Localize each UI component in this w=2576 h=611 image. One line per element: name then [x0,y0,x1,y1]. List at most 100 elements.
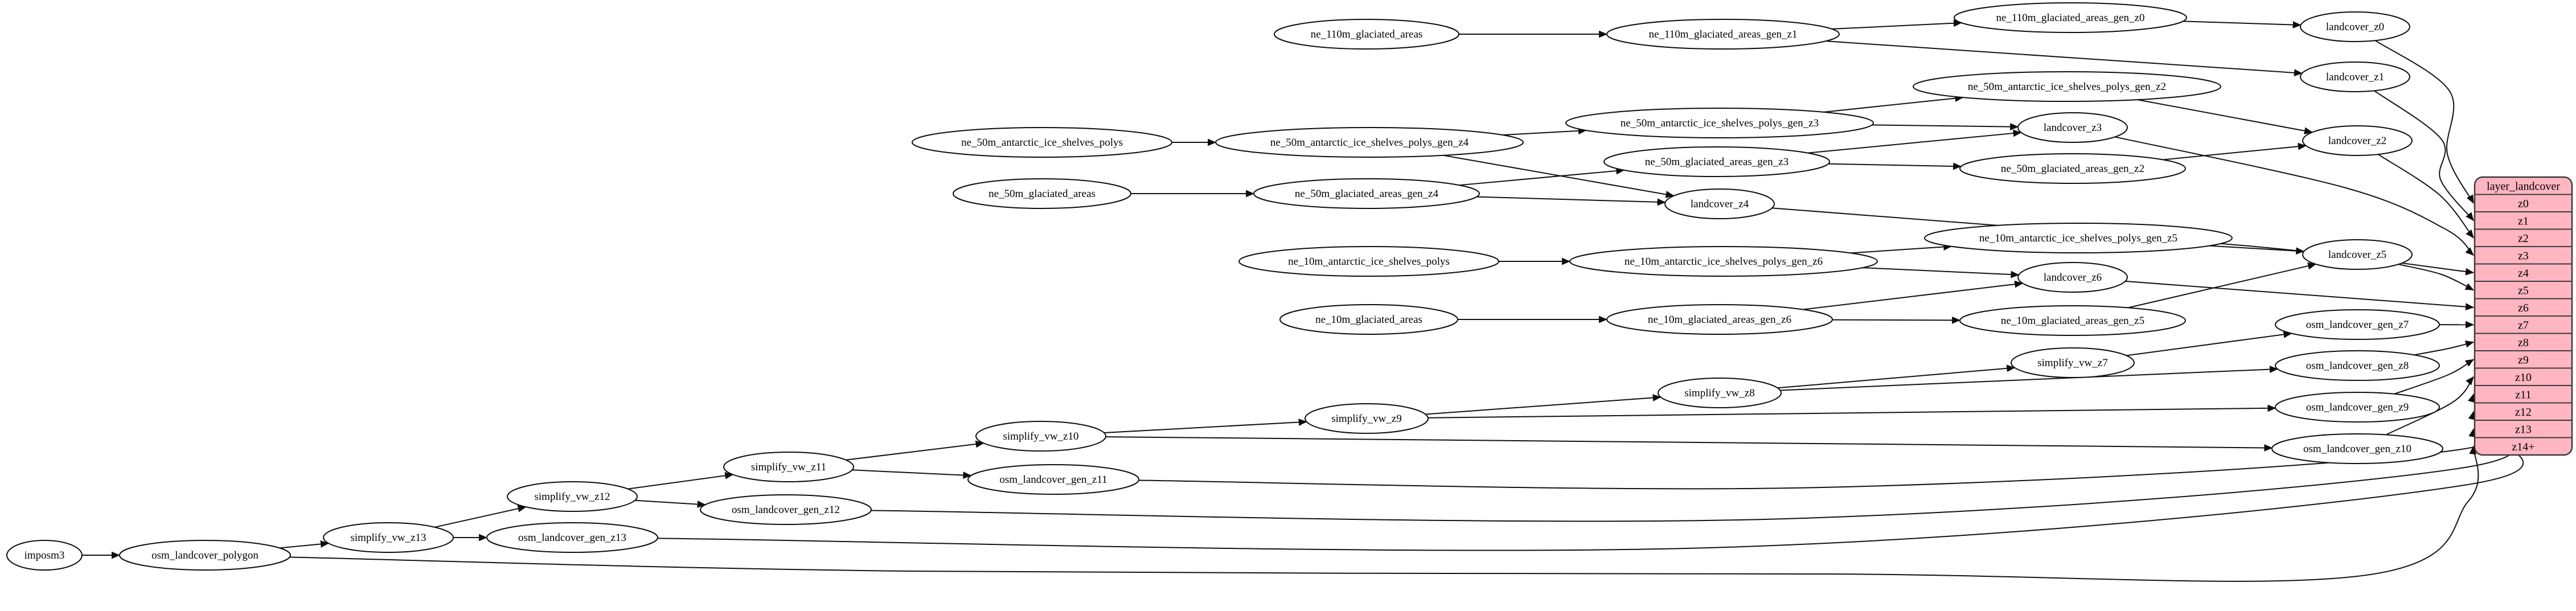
node-label: osm_landcover_gen_z12 [732,504,840,516]
node-label: simplify_vw_z11 [751,461,826,473]
table-row-z9: z9 [2518,354,2529,366]
edge-landcover_z6-to-row-z6 [2125,280,2475,311]
node-ne_10m_antarctic_ice_shelves_polys_gen_z6: ne_10m_antarctic_ice_shelves_polys_gen_z… [1569,246,1878,277]
node-ne_10m_antarctic_ice_shelves_polys_gen_z5: ne_10m_antarctic_ice_shelves_polys_gen_z… [1924,223,2233,253]
edge-ne_50m_glaciated_areas_gen_z4-to-landcover_z4 [1476,196,1666,206]
node-osm_landcover_gen_z11: osm_landcover_gen_z11 [967,464,1139,495]
node-label: osm_landcover_gen_z8 [2306,360,2409,372]
edge-simplify_vw_z8-to-simplify_vw_z7 [1777,364,2016,389]
edge-osm_landcover_gen_z10-to-row-z10 [2385,376,2474,436]
node-simplify_vw_z13: simplify_vw_z13 [323,522,454,553]
node-label: osm_landcover_gen_z7 [2306,319,2409,331]
table-row-z11: z11 [2515,388,2531,401]
node-ne_50m_glaciated_areas_gen_z3: ne_50m_glaciated_areas_gen_z3 [1603,146,1830,177]
table-row-z1: z1 [2518,215,2529,227]
node-label: simplify_vw_z13 [351,532,426,544]
node-label: landcover_z1 [2326,71,2384,83]
node-ne_50m_glaciated_areas_gen_z2: ne_50m_glaciated_areas_gen_z2 [1959,153,2186,184]
table-title: layer_landcover [2487,180,2560,192]
node-osm_landcover_gen_z13: osm_landcover_gen_z13 [486,522,658,553]
edge-ne_50m_glaciated_areas_gen_z2-to-landcover_z2 [2163,142,2307,161]
edge-ne_10m_glaciated_areas_gen_z6-to-ne_10m_glaciated_areas_gen_z5 [1832,316,1961,324]
node-label: ne_50m_glaciated_areas_gen_z4 [1295,188,1439,200]
node-simplify_vw_z11: simplify_vw_z11 [723,452,854,482]
table-row-z0: z0 [2518,198,2529,210]
table-row-z3: z3 [2518,249,2529,262]
node-ne_50m_antarctic_ice_shelves_polys: ne_50m_antarctic_ice_shelves_polys [912,127,1172,158]
node-ne_50m_antarctic_ice_shelves_polys_gen_z2: ne_50m_antarctic_ice_shelves_polys_gen_z… [1913,71,2221,102]
edge-ne_10m_antarctic_ice_shelves_polys_gen_z6-to-ne_10m_antarctic_ice_shelves_polys_gen_z5 [1850,243,1952,254]
node-label: ne_110m_glaciated_areas_gen_z1 [1649,28,1798,40]
node-label: ne_50m_glaciated_areas [988,188,1096,200]
node-label: imposm3 [24,550,65,561]
edge-landcover_z3-to-row-z3 [2115,136,2474,256]
edge-ne_110m_glaciated_areas_gen_z0-to-landcover_z0 [2183,20,2302,28]
edge-simplify_vw_z11-to-osm_landcover_gen_z11 [852,469,972,479]
node-label: osm_landcover_gen_z10 [2303,443,2411,455]
edge-ne_50m_antarctic_ice_shelves_polys_gen_z3-to-ne_50m_antarctic_ice_shelves_polys_gen_z2 [1823,95,1964,113]
edge-ne_10m_glaciated_areas_gen_z6-to-landcover_z6 [1803,280,2024,310]
edge-ne_50m_glaciated_areas_gen_z4-to-ne_50m_glaciated_areas_gen_z3 [1459,167,1625,186]
node-ne_50m_glaciated_areas: ne_50m_glaciated_areas [953,178,1131,209]
edge-layer [82,19,2524,582]
node-simplify_vw_z12: simplify_vw_z12 [507,481,638,512]
edge-simplify_vw_z10-to-simplify_vw_z9 [1104,419,1307,433]
node-osm_landcover_gen_z7: osm_landcover_gen_z7 [2275,309,2440,340]
node-label: landcover_z6 [2044,272,2102,284]
node-label: ne_110m_glaciated_areas [1311,28,1423,40]
edge-landcover_z0-to-row-z0 [2374,40,2474,204]
table-row-z10: z10 [2515,371,2532,384]
edge-simplify_vw_z7-to-osm_landcover_gen_z7 [2126,330,2292,356]
node-label: osm_landcover_gen_z13 [518,532,626,544]
node-landcover_z3: landcover_z3 [2017,112,2128,143]
node-label: landcover_z0 [2326,21,2384,33]
edge-ne_110m_glaciated_areas_gen_z1-to-ne_110m_glaciated_areas_gen_z0 [1832,19,1962,30]
edge-osm_landcover_gen_z12-to-row-z12 [871,411,2517,522]
edge-ne_50m_antarctic_ice_shelves_polys_gen_z4-to-ne_50m_antarctic_ice_shelves_polys_gen_z3 [1503,127,1587,136]
node-label: ne_10m_glaciated_areas [1315,314,1422,326]
node-label: osm_landcover_gen_z11 [999,474,1107,486]
layer-landcover-table: layer_landcoverz0z1z2z3z4z5z6z7z8z9z10z1… [2474,176,2573,456]
node-landcover_z2: landcover_z2 [2302,125,2413,156]
edge-osm_landcover_gen_z9-to-row-z9 [2394,359,2474,395]
edge-simplify_vw_z10-to-osm_landcover_gen_z10 [1105,436,2273,452]
node-label: landcover_z2 [2328,135,2386,147]
node-ne_110m_glaciated_areas: ne_110m_glaciated_areas [1274,19,1459,50]
node-ne_110m_glaciated_areas_gen_z0: ne_110m_glaciated_areas_gen_z0 [1954,2,2187,33]
edge-simplify_vw_z8-to-osm_landcover_gen_z8 [1780,366,2278,391]
node-ne_50m_antarctic_ice_shelves_polys_gen_z4: ne_50m_antarctic_ice_shelves_polys_gen_z… [1215,127,1524,158]
node-osm_landcover_gen_z12: osm_landcover_gen_z12 [700,494,872,525]
node-osm_landcover_gen_z8: osm_landcover_gen_z8 [2275,350,2440,381]
edge-ne_50m_antarctic_ice_shelves_polys_gen_z3-to-landcover_z3 [1872,123,2019,131]
node-label: simplify_vw_z12 [535,491,610,503]
node-osm_landcover_gen_z10: osm_landcover_gen_z10 [2271,433,2443,464]
node-label: ne_10m_antarctic_ice_shelves_polys_gen_z… [1625,256,1823,268]
edge-ne_50m_glaciated_areas_gen_z3-to-ne_50m_glaciated_areas_gen_z2 [1828,162,1962,170]
table-row-z8: z8 [2518,337,2529,349]
node-simplify_vw_z10: simplify_vw_z10 [975,421,1106,452]
table-row-z13: z13 [2515,423,2532,436]
table-row-z6: z6 [2518,302,2529,314]
table-row-z2: z2 [2518,232,2529,245]
edge-simplify_vw_z9-to-osm_landcover_gen_z9 [1428,404,2276,419]
node-label: ne_50m_glaciated_areas_gen_z3 [1645,156,1789,168]
edge-simplify_vw_z11-to-simplify_vw_z10 [846,440,985,461]
edge-ne_110m_glaciated_areas_gen_z1-to-landcover_z1 [1826,40,2303,77]
edge-simplify_vw_z13-to-simplify_vw_z12 [434,505,527,528]
node-osm_landcover_gen_z9: osm_landcover_gen_z9 [2275,392,2440,423]
node-simplify_vw_z8: simplify_vw_z8 [1658,378,1782,408]
node-ne_110m_glaciated_areas_gen_z1: ne_110m_glaciated_areas_gen_z1 [1606,19,1840,50]
node-label: simplify_vw_z7 [2037,357,2108,369]
node-ne_50m_antarctic_ice_shelves_polys_gen_z3: ne_50m_antarctic_ice_shelves_polys_gen_z… [1565,108,1874,138]
node-label: ne_50m_antarctic_ice_shelves_polys_gen_z… [1270,137,1469,149]
edge-simplify_vw_z12-to-osm_landcover_gen_z12 [635,499,706,508]
node-label: landcover_z5 [2328,249,2386,261]
edge-landcover_z1-to-row-z1 [2374,90,2474,222]
node-label: ne_10m_glaciated_areas_gen_z5 [2001,315,2144,327]
table-row-z7: z7 [2518,319,2529,331]
table-row-z12: z12 [2515,406,2532,419]
node-label: simplify_vw_z10 [1003,430,1079,442]
node-label: simplify_vw_z8 [1684,387,1755,399]
node-ne_10m_glaciated_areas_gen_z5: ne_10m_glaciated_areas_gen_z5 [1959,305,2186,336]
